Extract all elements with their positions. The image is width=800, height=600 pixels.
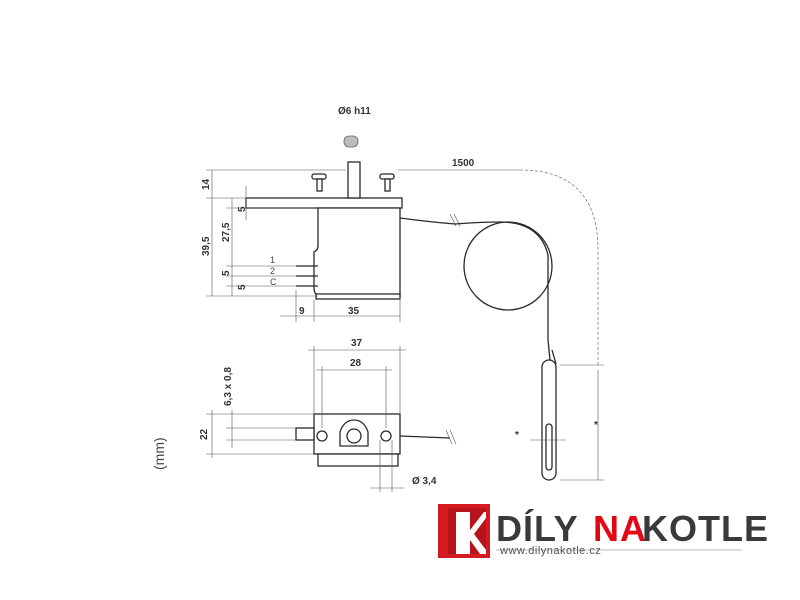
terminal-label-1: 1: [270, 255, 275, 265]
brand-logo: DÍLY NA KOTLE www.dilynakotle.cz: [438, 504, 769, 558]
dim-5-top: 5: [237, 206, 248, 212]
terminal-label-2: 2: [270, 266, 275, 276]
shaft-section-shape: [343, 135, 359, 148]
thermostat-side-view: [245, 161, 557, 481]
dim-9: 9: [299, 306, 305, 317]
dim-star-small: *: [515, 430, 519, 441]
shaft-diameter-label: Ø6 h11: [338, 106, 371, 117]
terminal-label-c: C: [270, 277, 277, 287]
dim-22: 22: [199, 428, 210, 440]
brand-dily: DÍLY: [496, 508, 579, 549]
dim-35: 35: [348, 306, 360, 317]
dim-28: 28: [350, 358, 362, 369]
dim-hole: Ø 3,4: [412, 476, 437, 487]
dim-5-low: 5: [237, 284, 248, 290]
dim-27-5: 27,5: [221, 222, 232, 242]
brand-kotle: KOTLE: [642, 508, 769, 549]
thermostat-bottom-view: 37 28 6,3 x 0,8 22 Ø 3,4: [199, 338, 457, 492]
shaft-section: Ø6 h11: [338, 106, 371, 148]
brand-na: NA: [593, 508, 647, 549]
dim-39-5: 39,5: [201, 236, 212, 256]
dim-1500: 1500: [452, 158, 475, 169]
brand-url: www.dilynakotle.cz: [499, 545, 601, 557]
side-view-dimensions: 14 5 39,5 27,5 5 5 1 2 C 9 35 1500 * *: [201, 158, 604, 481]
units-label: (mm): [151, 437, 167, 470]
dim-37: 37: [351, 338, 363, 349]
dim-14: 14: [201, 178, 212, 190]
dim-5-mid: 5: [221, 270, 232, 276]
dim-tab: 6,3 x 0,8: [223, 367, 234, 406]
dim-star-right: *: [594, 420, 598, 431]
